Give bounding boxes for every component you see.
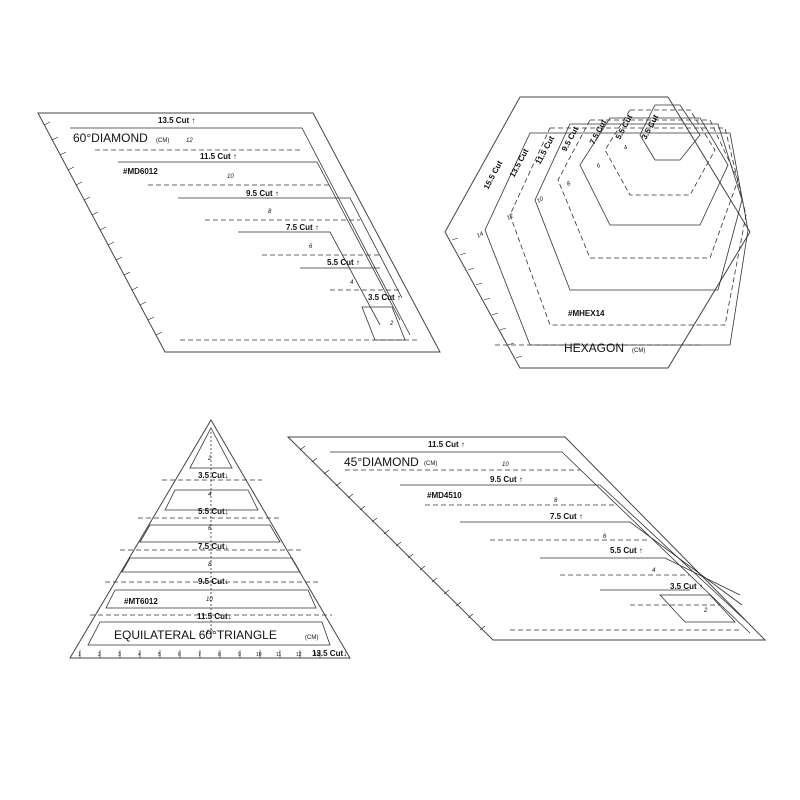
triangle-scale-3: 3 bbox=[118, 652, 121, 658]
hexagon-mark-7: 2 bbox=[649, 123, 656, 131]
triangle-scale-13: 13 bbox=[314, 652, 320, 658]
hexagon-mark-2: 12 bbox=[506, 213, 515, 222]
diamond-60-mark-4: 6 bbox=[309, 244, 313, 250]
hexagon-mark-4: 8 bbox=[566, 181, 572, 188]
triangle-scale-6: 6 bbox=[178, 652, 181, 658]
diamond-60-mark-3: 8 bbox=[268, 209, 272, 215]
triangle-cut-6: 13.5 Cut↓ bbox=[312, 649, 347, 658]
diamond-60-cut-4: 7.5 Cut ↑ bbox=[286, 223, 319, 232]
triangle-scale-10: 10 bbox=[256, 652, 262, 658]
triangle-scale-7: 7 bbox=[198, 652, 201, 658]
triangle-ruler: 1 2 3 4 5 6 7 8 9 10 11 12 13 2 3.5 Cut↓… bbox=[69, 419, 351, 659]
diamond-60-unit: (CM) bbox=[156, 138, 169, 144]
diamond-45-unit: (CM) bbox=[424, 461, 437, 467]
triangle-mark-6: 12 bbox=[206, 630, 213, 636]
diamond-45-mark-5: 2 bbox=[703, 608, 708, 614]
triangle-cut-3: 7.5 Cut↓ bbox=[198, 542, 229, 551]
diamond-60-mark-1: 12 bbox=[186, 138, 193, 144]
diamond-60-cut-1: 13.5 Cut ↑ bbox=[158, 116, 195, 125]
triangle-cut-4: 9.5 Cut↓ bbox=[198, 577, 229, 586]
diamond-60-cut-6: 3.5 Cut ↑ bbox=[368, 293, 401, 302]
hexagon-ruler: 15.5 Cut 13.5 Cut 11.5 Cut 9.5 Cut 7.5 C… bbox=[444, 96, 751, 369]
hexagon-mark-3: 10 bbox=[536, 196, 545, 205]
triangle-title: EQUILATERAL 60°TRIANGLE bbox=[114, 628, 277, 642]
hexagon-unit: (CM) bbox=[632, 348, 645, 354]
triangle-scale-5: 5 bbox=[158, 652, 161, 658]
triangle-scale-8: 8 bbox=[218, 652, 221, 658]
diamond-60-mark-2: 10 bbox=[227, 174, 234, 180]
hexagon-mark-1: 14 bbox=[476, 231, 485, 240]
diamond-45-mark-2: 8 bbox=[554, 498, 558, 504]
triangle-mark-4: 8 bbox=[208, 562, 212, 568]
triangle-scale-11: 11 bbox=[276, 652, 281, 658]
diamond-45-cut-2: 9.5 Cut ↑ bbox=[490, 475, 523, 484]
diamond-60-mark-6: 2 bbox=[389, 321, 394, 327]
diamond-60-code: #MD6012 bbox=[123, 167, 158, 176]
diamond-45-cut-4: 5.5 Cut ↑ bbox=[610, 546, 643, 555]
diamond-45-cut-5: 3.5 Cut ↑ bbox=[670, 582, 703, 591]
diamond-45-mark-3: 6 bbox=[603, 534, 607, 540]
triangle-cut-1: 3.5 Cut↓ bbox=[198, 471, 229, 480]
triangle-cut-2: 5.5 Cut↓ bbox=[198, 507, 229, 516]
triangle-scale-2: 2 bbox=[98, 652, 101, 658]
triangle-unit: (CM) bbox=[305, 635, 318, 641]
triangle-code: #MT6012 bbox=[124, 597, 158, 606]
diamond-45-cut-1: 11.5 Cut ↑ bbox=[428, 440, 465, 449]
diamond-60-scale bbox=[43, 121, 163, 336]
diamond-45-ruler: 11.5 Cut ↑ 45°DIAMOND (CM) 10 9.5 Cut ↑ … bbox=[286, 436, 767, 641]
hexagon-code: #MHEX14 bbox=[568, 309, 605, 318]
diamond-45-mark-1: 10 bbox=[502, 462, 509, 468]
diamond-45-title: 45°DIAMOND bbox=[344, 455, 419, 469]
triangle-scale bbox=[79, 650, 321, 658]
diamond-60-cut-2: 11.5 Cut ↑ bbox=[200, 152, 237, 161]
hexagon-title: HEXAGON bbox=[564, 341, 624, 355]
diamond-45-cut-3: 7.5 Cut ↑ bbox=[550, 512, 583, 521]
triangle-scale-12: 12 bbox=[296, 652, 302, 658]
diamond-60-cut-3: 9.5 Cut ↑ bbox=[246, 189, 279, 198]
diamond-60-cut-5: 5.5 Cut ↑ bbox=[327, 258, 360, 267]
hexagon-scale bbox=[451, 237, 523, 359]
diamond-45-code: #MD4510 bbox=[427, 491, 462, 500]
diamond-60-ruler: 13.5 Cut ↑ 60°DIAMOND (CM) 12 11.5 Cut ↑… bbox=[37, 112, 441, 353]
triangle-mark-1: 2 bbox=[207, 456, 212, 462]
hexagon-mark-5: 6 bbox=[596, 163, 602, 170]
triangle-scale-1: 1 bbox=[78, 652, 81, 658]
triangle-mark-3: 6 bbox=[208, 526, 212, 532]
diamond-45-mark-4: 4 bbox=[652, 568, 656, 574]
diamond-45-scale bbox=[299, 445, 486, 631]
triangle-scale-9: 9 bbox=[238, 652, 241, 658]
triangle-mark-5: 10 bbox=[206, 597, 213, 603]
triangle-scale-4: 4 bbox=[138, 652, 141, 658]
diamond-60-mark-5: 4 bbox=[350, 280, 354, 286]
triangle-cut-5: 11.5 Cut↓ bbox=[197, 612, 232, 621]
diamond-60-title: 60°DIAMOND bbox=[73, 131, 148, 145]
hexagon-mark-6: 4 bbox=[623, 145, 629, 152]
triangle-mark-2: 4 bbox=[208, 492, 212, 498]
